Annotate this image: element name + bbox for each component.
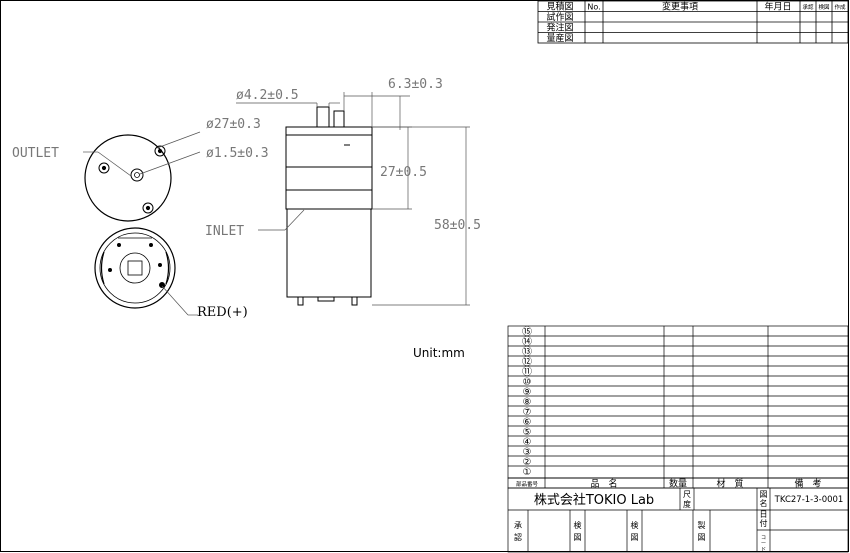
make-label-1: 製 <box>698 520 706 530</box>
parts-row-number: ⑥ <box>523 417 532 428</box>
scale-label-2: 度 <box>683 499 691 509</box>
header-remarks: 備 考 <box>794 478 821 490</box>
check-label-b-1: 検 <box>631 520 639 530</box>
parts-list-grid <box>507 325 849 488</box>
parts-row-number: ① <box>523 467 532 478</box>
dim-inlet-diameter: ø4.2±0.5 <box>236 88 299 103</box>
make-label-2: 図 <box>698 533 706 542</box>
approve-label-1: 承 <box>514 521 522 530</box>
parts-row-number: ⑦ <box>523 407 532 418</box>
drawing-name-label-2: 名 <box>760 498 768 508</box>
callout-inlet: INLET <box>205 224 244 239</box>
parts-row-number: ⑩ <box>523 377 532 388</box>
parts-row-number: ③ <box>523 447 532 458</box>
revision-approve-header: 承認 <box>802 3 814 11</box>
dim-total-height: 58±0.5 <box>434 218 481 233</box>
unit-note: Unit:mm <box>413 346 465 360</box>
title-block-grid <box>507 487 849 553</box>
revision-no-header: No. <box>587 3 600 12</box>
callout-red-wire: RED(+) <box>197 305 248 320</box>
revision-row-hatchu: 発注図 <box>546 22 573 34</box>
header-name: 品 名 <box>590 478 617 490</box>
parts-row-number: ⑪ <box>522 366 532 378</box>
parts-row-number: ⑤ <box>523 427 532 438</box>
scale-label-1: 尺 <box>683 490 691 499</box>
callout-outlet: OUTLET <box>12 146 59 161</box>
dim-outlet-offset: 6.3±0.3 <box>388 77 443 92</box>
parts-row-number: ⑬ <box>522 346 532 358</box>
date-label-2: 付 <box>760 518 768 528</box>
drawing-code: TKC27-1-3-0001 <box>774 495 844 505</box>
check-label-a-2: 図 <box>574 533 582 542</box>
dim-body-width: 27±0.5 <box>380 165 427 180</box>
bottom-view <box>94 227 176 309</box>
header-part-number: 部品番号 <box>516 480 539 488</box>
code-label-2: ー <box>761 541 766 547</box>
revision-row-ryosan: 量産図 <box>546 32 573 44</box>
dimension-lines <box>83 92 470 316</box>
parts-row-number: ② <box>523 457 532 468</box>
parts-row-number: ⑧ <box>523 397 532 408</box>
revision-row-shisaku: 試作図 <box>546 11 573 23</box>
date-label-1: 日 <box>760 510 768 519</box>
code-label-1: コ <box>761 535 766 541</box>
check-label-b-2: 図 <box>631 533 639 542</box>
revision-block <box>537 0 849 44</box>
revision-change-header: 変更事項 <box>662 1 698 13</box>
parts-row-number: ⑨ <box>523 387 532 398</box>
revision-date-header: 年月日 <box>764 1 791 13</box>
approve-label-2: 認 <box>514 532 522 542</box>
revision-check-header: 検図 <box>818 3 830 11</box>
check-label-a-1: 検 <box>574 520 582 530</box>
revision-make-header: 作成 <box>834 3 846 11</box>
dim-outlet-diameter: ø1.5±0.3 <box>206 146 269 161</box>
dim-body-diameter: ø27±0.3 <box>206 117 261 132</box>
header-quantity: 数量 <box>669 478 687 490</box>
parts-row-number: ⑭ <box>522 336 532 348</box>
parts-row-number: ⑮ <box>522 326 532 338</box>
revision-row-mitsumori: 見積図 <box>546 1 573 13</box>
side-view <box>285 106 373 306</box>
top-view <box>84 134 172 222</box>
parts-row-number: ⑫ <box>522 356 532 368</box>
code-label-3: ド <box>761 547 766 553</box>
header-material: 材 質 <box>716 478 743 490</box>
company-name: 株式会社TOKIO Lab <box>534 492 654 508</box>
drawing-name-label-1: 図 <box>760 490 768 499</box>
parts-row-number: ④ <box>523 437 532 448</box>
